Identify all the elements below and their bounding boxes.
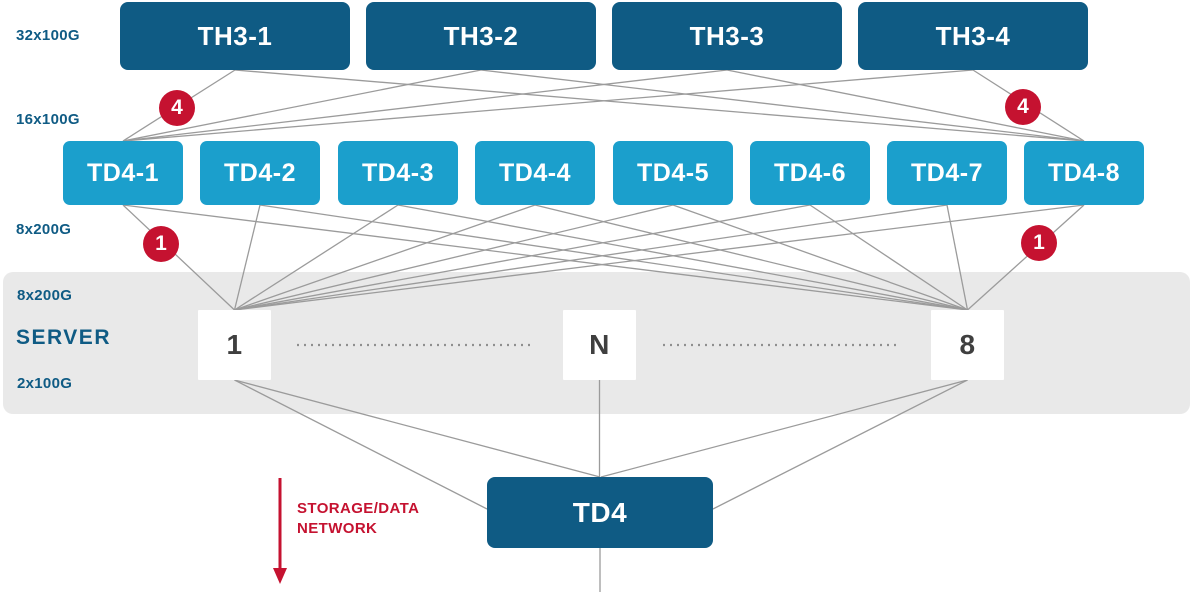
leaf-server-link [122, 204, 235, 311]
spine-leaf-link [122, 69, 482, 142]
port-label-32x100g: 32x100G [16, 27, 80, 44]
spine-leaf-link [726, 69, 1085, 142]
leaf-server-link [234, 204, 536, 311]
leaf-server-link [234, 204, 399, 311]
leaf-switch-td4-7: TD4-7 [887, 141, 1007, 205]
leaf-switch-td4-6: TD4-6 [750, 141, 870, 205]
leaf-switch-label: TD4-5 [637, 158, 709, 187]
leaf-server-link [234, 204, 674, 311]
server-node-label: 1 [226, 329, 243, 360]
leaf-switch-td4-1: TD4-1 [63, 141, 183, 205]
leaf-server-link [397, 204, 968, 311]
leaf-server-link [259, 204, 968, 311]
server-storage-link [712, 379, 968, 510]
band-port-label-8x200g: 8x200G [17, 287, 73, 304]
leaf-switch-label: TD4-8 [1048, 158, 1120, 187]
server-band-title: SERVER [16, 326, 111, 349]
link-count-badge: 4 [159, 90, 195, 126]
leaf-switch-td4-8: TD4-8 [1024, 141, 1144, 205]
spine-switch-th3-4: TH3-4 [858, 2, 1088, 70]
leaf-switch-td4-5: TD4-5 [613, 141, 733, 205]
spine-leaf-link [122, 69, 974, 142]
link-count-badge: 1 [143, 226, 179, 262]
leaf-server-link [122, 204, 968, 311]
server-storage-link [234, 379, 601, 478]
storage-network-label-line2: NETWORK [297, 520, 378, 537]
leaf-switch-td4-2: TD4-2 [200, 141, 320, 205]
leaf-switch-td4-4: TD4-4 [475, 141, 595, 205]
leaf-switch-label: TD4-4 [499, 158, 571, 187]
server-node-label: 8 [959, 329, 976, 360]
storage-network-arrow-head [273, 568, 287, 584]
leaf-server-link [233, 204, 261, 311]
leaf-switch-label: TD4-1 [87, 158, 159, 187]
server-node-8: 8 [931, 310, 1004, 380]
server-node-n: N [563, 310, 636, 380]
leaf-switch-label: TD4-2 [224, 158, 296, 187]
storage-switch-td4: TD4 [487, 477, 713, 548]
leaf-server-link [672, 204, 968, 311]
leaf-server-link [534, 204, 968, 311]
link-count-badge: 1 [1021, 225, 1057, 261]
port-label-8x200g: 8x200G [16, 221, 72, 238]
leaf-server-link [967, 204, 1085, 311]
leaf-server-link [946, 204, 969, 311]
spine-switch-th3-3: TH3-3 [612, 2, 842, 70]
leaf-switch-td4-3: TD4-3 [338, 141, 458, 205]
spine-switch-label: TH3-4 [935, 20, 1011, 51]
spine-leaf-link [480, 69, 1085, 142]
leaf-server-link [234, 204, 1085, 311]
spine-leaf-link [234, 69, 1085, 142]
link-count-badge: 4 [1005, 89, 1041, 125]
spine-switch-th3-2: TH3-2 [366, 2, 596, 70]
spine-switch-label: TH3-3 [689, 20, 765, 51]
port-label-16x100g: 16x100G [16, 111, 80, 128]
spine-switch-th3-1: TH3-1 [120, 2, 350, 70]
leaf-switch-label: TD4-3 [362, 158, 434, 187]
storage-network-label: STORAGE/DATA NETWORK [297, 499, 419, 539]
leaf-server-link [234, 204, 811, 311]
storage-network-label-line1: STORAGE/DATA [297, 500, 420, 517]
leaf-server-link [809, 204, 968, 311]
server-node-label: N [589, 329, 610, 360]
leaf-switch-label: TD4-6 [774, 158, 846, 187]
server-storage-link [234, 379, 488, 510]
spine-leaf-link [122, 69, 728, 142]
band-port-label-2x100g: 2x100G [17, 375, 73, 392]
storage-switch-label: TD4 [572, 496, 628, 528]
spine-switch-label: TH3-1 [197, 20, 273, 51]
leaf-server-link [234, 204, 948, 311]
server-storage-link [600, 379, 968, 478]
server-node-1: 1 [198, 310, 271, 380]
spine-switch-label: TH3-2 [443, 20, 519, 51]
leaf-switch-label: TD4-7 [911, 158, 983, 187]
